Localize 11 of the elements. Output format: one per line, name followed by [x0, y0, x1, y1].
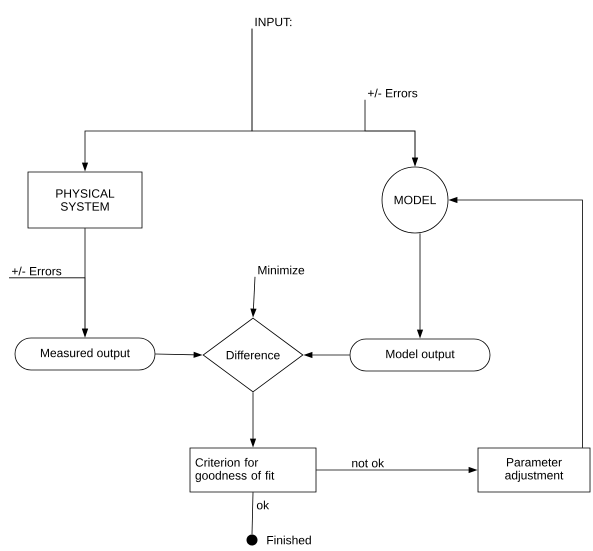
input-label: +/- Errors — [368, 88, 418, 98]
end-label: Finished — [267, 536, 311, 544]
input-label: INPUT: — [256, 18, 292, 26]
input-label: +/- Errors — [12, 266, 62, 276]
process-box: Parameter adjustment — [478, 448, 590, 492]
process-box: Criterion for goodness of fit — [190, 448, 316, 492]
edge-label: not ok — [350, 458, 386, 468]
process-box: PHYSICAL SYSTEM — [28, 172, 142, 228]
input-label: Minimize — [258, 266, 304, 274]
end-dot — [246, 534, 258, 546]
edge-label: ok — [255, 500, 270, 510]
